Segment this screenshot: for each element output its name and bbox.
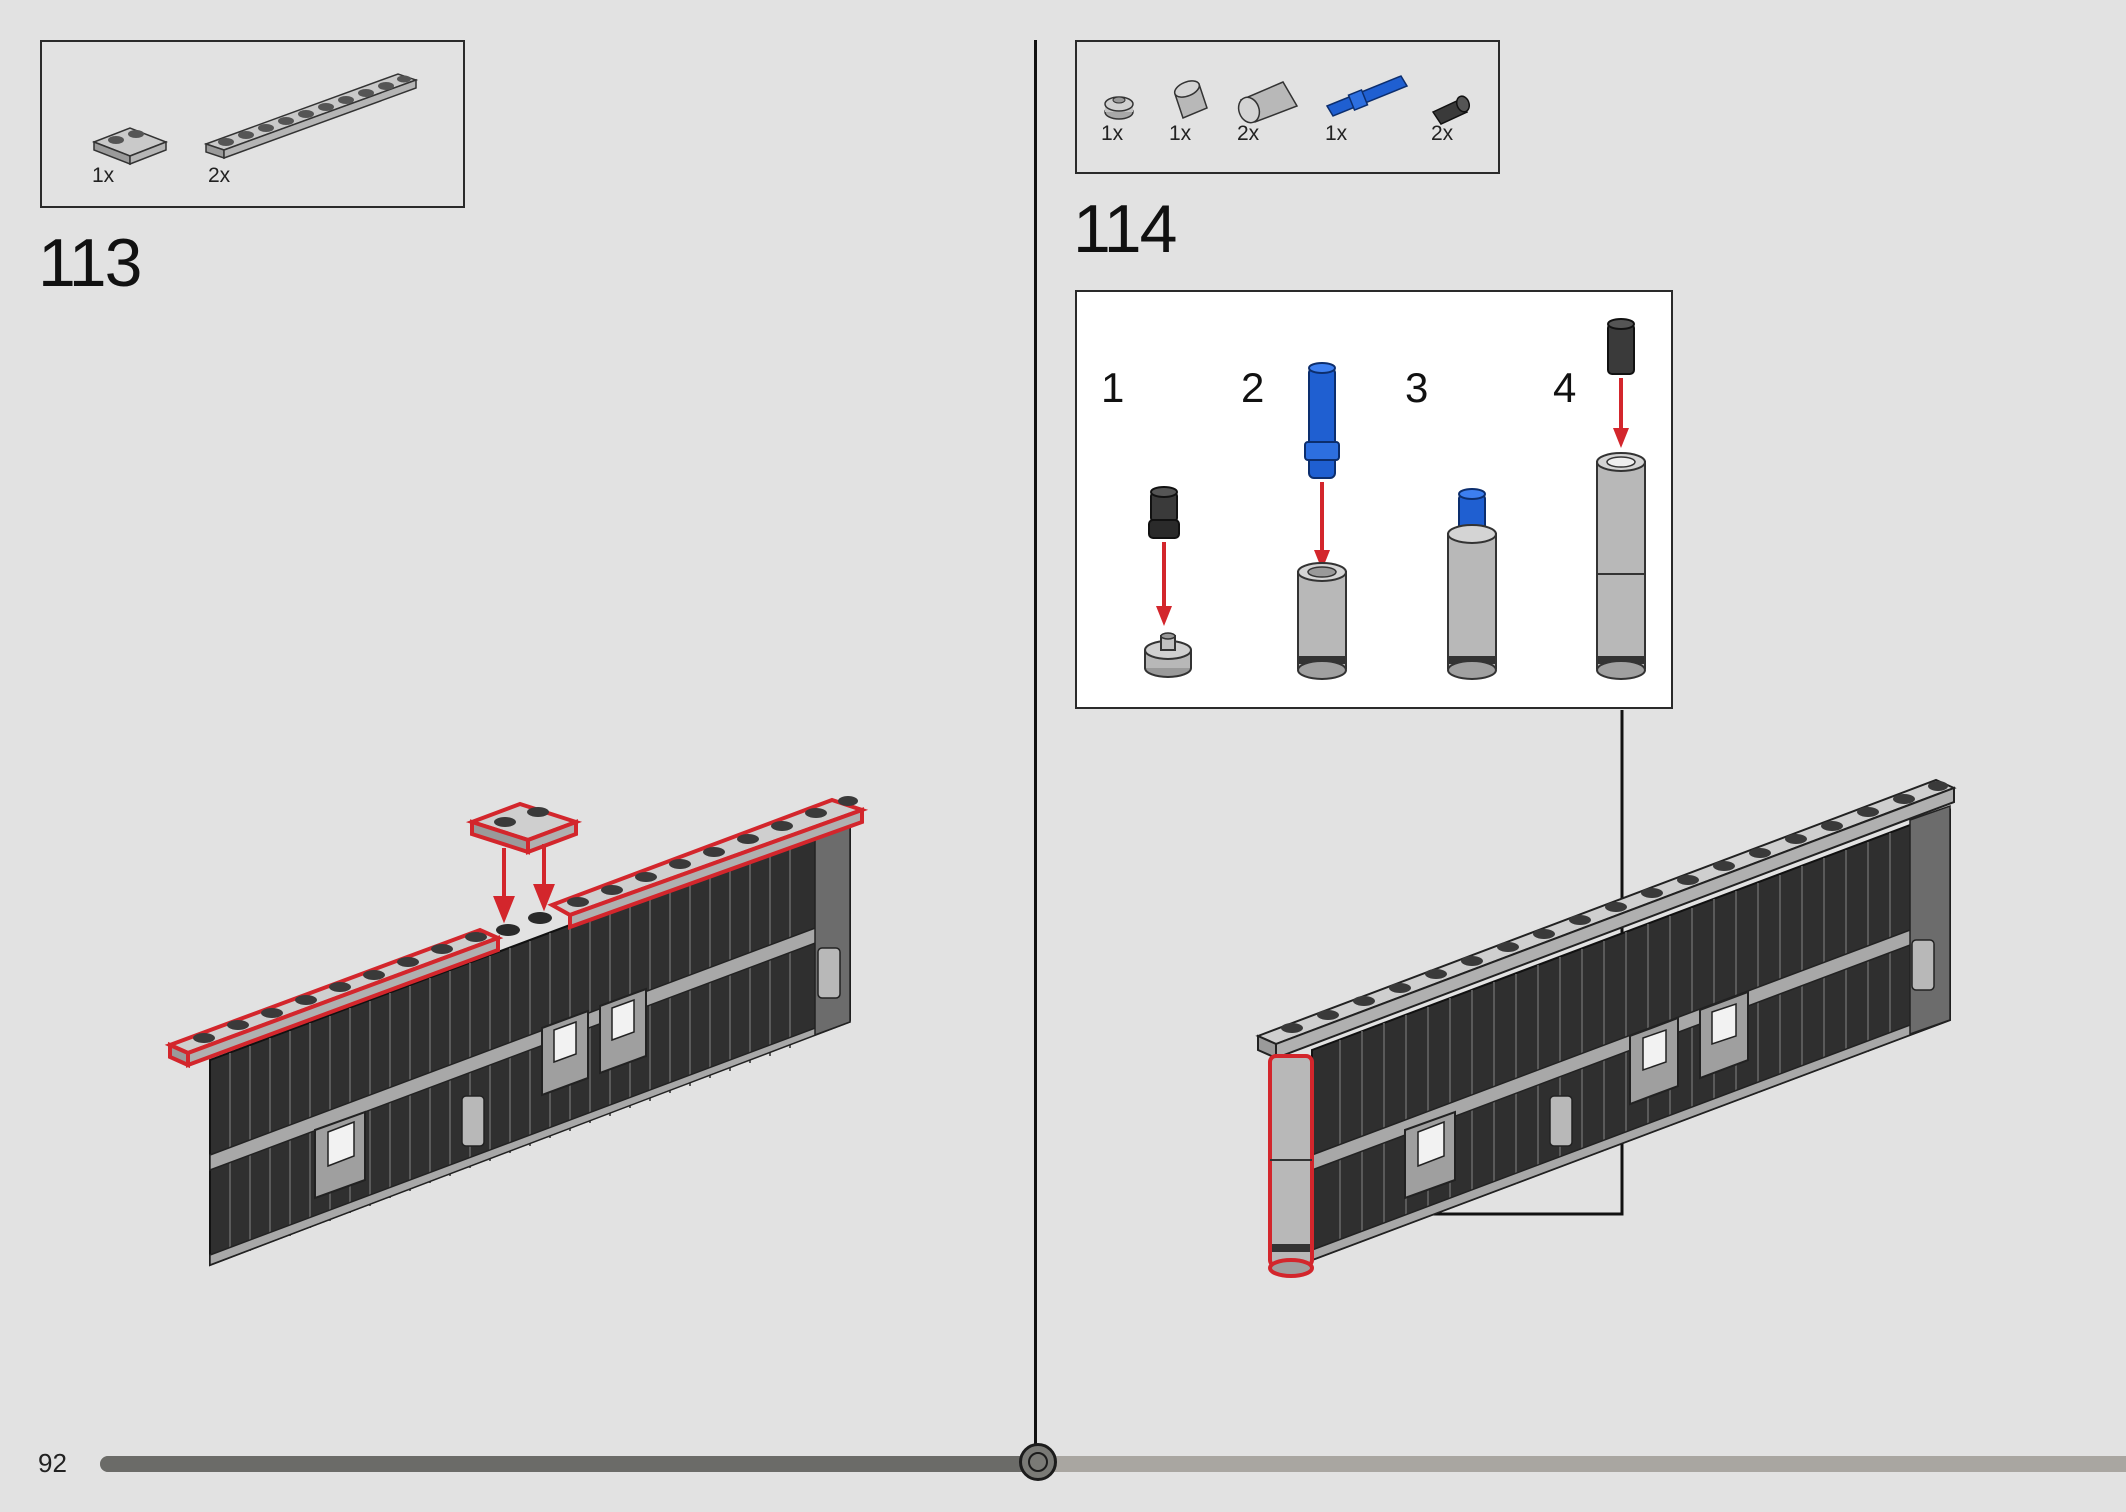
progress-knob[interactable]	[1019, 1443, 1057, 1481]
plate-1x2-icon	[91, 127, 169, 166]
page-number: 92	[38, 1448, 67, 1478]
substep-number: 3	[1405, 364, 1429, 411]
part-qty: 1x	[1101, 122, 1124, 145]
cylinder-long-icon	[1237, 81, 1299, 124]
round-plate-icon	[1104, 96, 1134, 120]
substep-number: 4	[1553, 364, 1577, 411]
step-114-wall-model	[1255, 710, 1957, 1278]
step-number-114: 114	[1073, 191, 1177, 267]
parts-box-step-113: 1x 2x	[40, 40, 465, 208]
step-number-113: 113	[38, 225, 142, 301]
page-divider	[1034, 40, 1037, 1448]
part-qty: 2x	[1237, 122, 1260, 145]
part-qty: 1x	[1325, 122, 1348, 145]
part-qty: 1x	[92, 164, 115, 187]
substep-number: 1	[1101, 364, 1125, 411]
part-qty: 2x	[1431, 122, 1454, 145]
part-qty: 1x	[1169, 122, 1192, 145]
substep-number: 2	[1241, 364, 1265, 411]
technic-pin-blue-icon	[1325, 75, 1409, 117]
cylinder-short-icon	[1173, 80, 1208, 120]
technic-pin-black-icon	[1431, 95, 1471, 125]
plate-1x10-icon	[203, 73, 419, 160]
progress-fill	[100, 1456, 1038, 1472]
step-113-wall-model	[164, 796, 869, 1267]
parts-box-step-114: 1x 1x 2x 1x 2x	[1075, 40, 1500, 174]
substep-illustrations	[1144, 318, 1646, 680]
part-qty: 2x	[208, 164, 231, 187]
sub-assembly-callout: 1 2 3 4	[1075, 290, 1673, 709]
